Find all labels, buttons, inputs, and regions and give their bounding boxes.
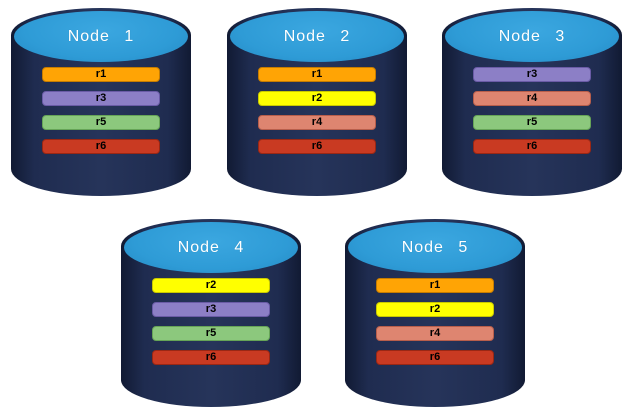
replica-bar-r2: r2 — [258, 91, 376, 106]
db-node-5: Node 5 r1 r2 r4 r6 — [345, 219, 525, 407]
node-label: Node 4 — [177, 238, 245, 256]
replica-bar-r1: r1 — [376, 278, 494, 293]
replica-bar-r3: r3 — [152, 302, 270, 317]
replica-bar-r4: r4 — [376, 326, 494, 341]
replica-list: r3 r4 r5 r6 — [473, 67, 591, 154]
replica-bar-r2: r2 — [152, 278, 270, 293]
replica-list: r2 r3 r5 r6 — [152, 278, 270, 365]
db-node-3: Node 3 r3 r4 r5 r6 — [442, 8, 622, 196]
replica-bar-r1: r1 — [42, 67, 160, 82]
replica-bar-r6: r6 — [152, 350, 270, 365]
replica-bar-r4: r4 — [258, 115, 376, 130]
cylinder-top: Node 4 — [124, 222, 298, 273]
replica-bar-r5: r5 — [42, 115, 160, 130]
cylinder-top: Node 1 — [14, 11, 188, 62]
replica-bar-r6: r6 — [376, 350, 494, 365]
replica-bar-r4: r4 — [473, 91, 591, 106]
replica-bar-r1: r1 — [258, 67, 376, 82]
replica-bar-r6: r6 — [42, 139, 160, 154]
db-node-4: Node 4 r2 r3 r5 r6 — [121, 219, 301, 407]
replica-bar-r6: r6 — [473, 139, 591, 154]
node-label: Node 1 — [67, 27, 135, 45]
db-node-2: Node 2 r1 r2 r4 r6 — [227, 8, 407, 196]
node-label: Node 3 — [498, 27, 566, 45]
cylinder-top: Node 2 — [230, 11, 404, 62]
cylinder-top: Node 5 — [348, 222, 522, 273]
replica-bar-r5: r5 — [152, 326, 270, 341]
replica-list: r1 r2 r4 r6 — [376, 278, 494, 365]
replica-list: r1 r3 r5 r6 — [42, 67, 160, 154]
replica-list: r1 r2 r4 r6 — [258, 67, 376, 154]
replica-bar-r5: r5 — [473, 115, 591, 130]
node-label: Node 5 — [401, 238, 469, 256]
cylinder-top: Node 3 — [445, 11, 619, 62]
replica-bar-r3: r3 — [473, 67, 591, 82]
node-label: Node 2 — [283, 27, 351, 45]
db-node-1: Node 1 r1 r3 r5 r6 — [11, 8, 191, 196]
replica-bar-r3: r3 — [42, 91, 160, 106]
replica-bar-r6: r6 — [258, 139, 376, 154]
replica-bar-r2: r2 — [376, 302, 494, 317]
